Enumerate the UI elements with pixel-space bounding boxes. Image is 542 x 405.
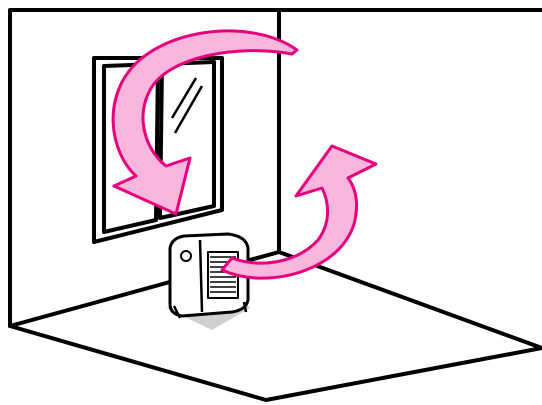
window-reflection-2: [172, 78, 196, 118]
air-conditioner-unit: [166, 234, 250, 330]
room-walls: [10, 10, 542, 400]
floor-right-edge: [279, 252, 542, 348]
window-reflection-1: [175, 86, 202, 133]
window: [94, 58, 222, 242]
floor-front-edge: [10, 326, 542, 400]
unit-control-dial: [181, 251, 191, 261]
